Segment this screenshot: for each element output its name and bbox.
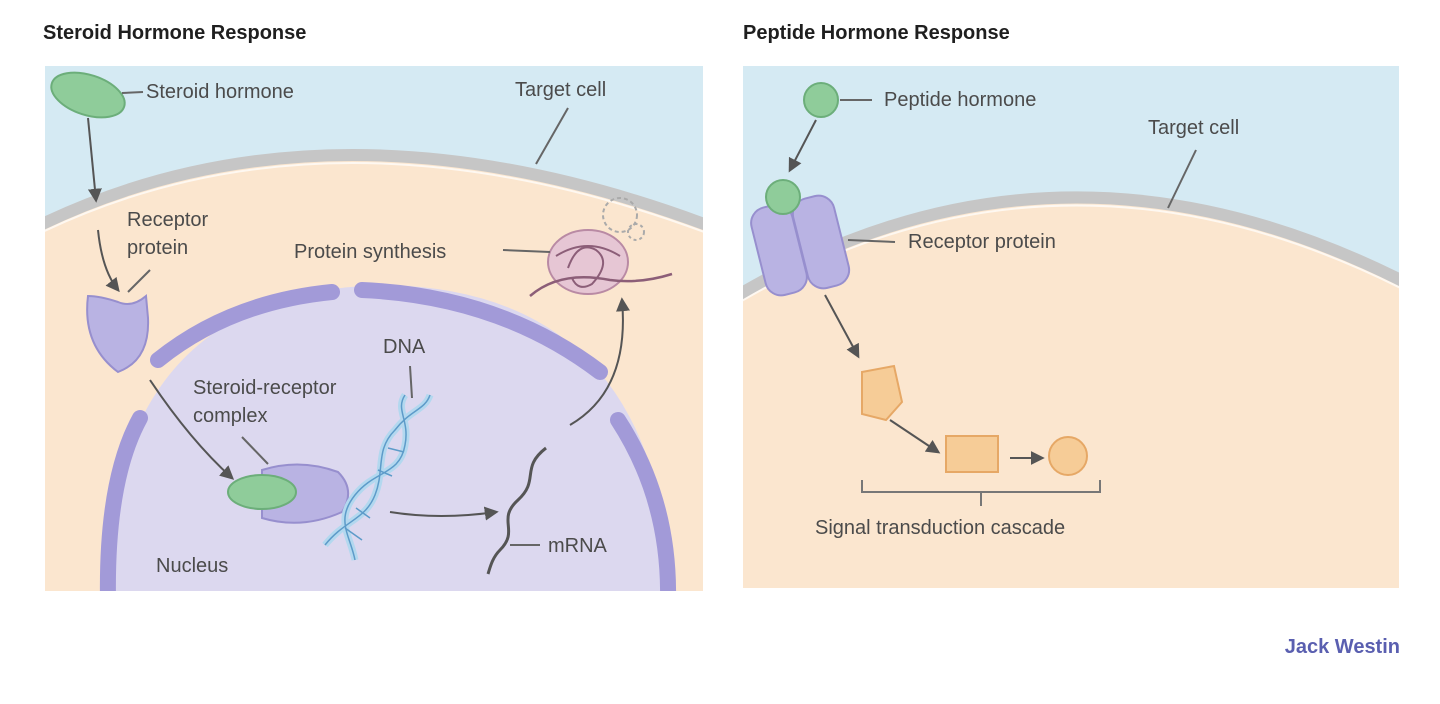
cytoplasm [743,197,1399,588]
dna-label: DNA [383,336,426,358]
receptor-label-line1: Receptor [127,209,209,231]
cell-membrane [45,149,703,231]
cascade-circle-icon [1048,436,1088,476]
credit-logo-text: Jack Westin [1284,636,1400,658]
receptor-label-line2: protein [127,237,189,259]
ribosome-icon [529,197,673,297]
steroid-hormone-icon [50,71,126,119]
cascade-label: Signal transduction cascade [815,517,1066,539]
cascade-bracket [861,480,1101,506]
nuclear-envelope [99,282,677,591]
mrna-icon [486,446,547,575]
cascade-pentagon-icon [861,364,904,422]
steroid-target-cell-label: Target cell [515,79,607,101]
nucleus-label: Nucleus [156,555,229,577]
receptor-protein-icon [86,293,150,374]
peptide-target-cell-label: Target cell [1148,117,1240,139]
protein-synthesis-label: Protein synthesis [294,241,447,263]
peptide-panel-diagram [743,66,1399,588]
steroid-panel-title: Steroid Hormone Response [43,22,307,44]
peptide-panel-title: Peptide Hormone Response [743,22,1010,44]
peptide-hormone-label: Peptide hormone [884,89,1037,111]
peptide-hormone-icon [803,82,839,118]
peptide-receptor-label: Receptor protein [908,231,1056,253]
complex-label-line1: Steroid-receptor [193,377,337,399]
mrna-label: mRNA [548,535,607,557]
steroid-panel-diagram [45,66,703,591]
cascade-square-icon [945,435,999,473]
membrane-receptor-icon [750,179,851,297]
steroid-hormone-label: Steroid hormone [146,81,294,103]
complex-label-line2: complex [193,405,268,427]
